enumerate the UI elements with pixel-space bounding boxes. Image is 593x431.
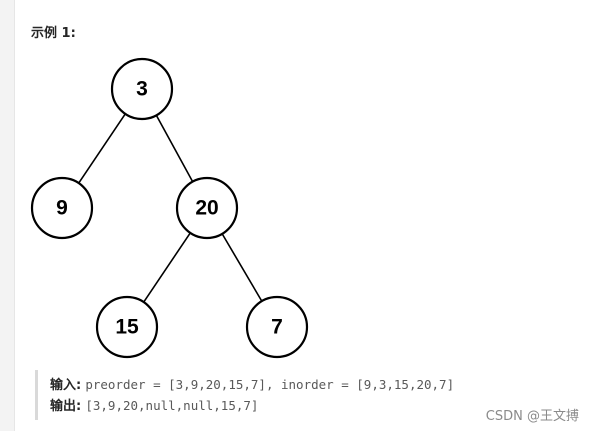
input-line: 输入: preorder = [3,9,20,15,7], inorder = … [50, 376, 454, 395]
tree-node-circle [175, 176, 239, 240]
tree-node-circle [30, 176, 94, 240]
tree-node-circle [245, 295, 309, 359]
output-line: 输出: [3,9,20,null,null,15,7] [50, 397, 258, 416]
output-value: [3,9,20,null,null,15,7] [85, 398, 259, 413]
tree-node-label: 3 [136, 78, 148, 101]
tree-node: 15 [95, 295, 159, 359]
tree-node: 20 [175, 176, 239, 240]
input-label: 输入: [50, 378, 82, 393]
tree-node: 3 [110, 57, 174, 121]
tree-node-label: 15 [115, 316, 139, 339]
tree-edge [78, 113, 126, 184]
tree-node-label: 20 [195, 197, 218, 220]
tree-node: 9 [30, 176, 94, 240]
input-value: preorder = [3,9,20,15,7], inorder = [9,3… [85, 377, 455, 392]
output-label: 输出: [50, 399, 82, 414]
csdn-watermark: CSDN @王文搏 [485, 409, 579, 424]
tree-node-circle [110, 57, 174, 121]
tree-node-label: 9 [56, 197, 68, 220]
tree-node-circle [95, 295, 159, 359]
tree-node-label: 7 [271, 316, 283, 339]
tree-node: 7 [245, 295, 309, 359]
left-margin-rule [0, 0, 15, 431]
tree-edge [155, 114, 194, 183]
tree-edge [221, 233, 263, 302]
tree-edge [143, 232, 191, 303]
io-block: 输入: preorder = [3,9,20,15,7], inorder = … [35, 370, 578, 420]
example-title: 示例 1: [31, 26, 76, 41]
